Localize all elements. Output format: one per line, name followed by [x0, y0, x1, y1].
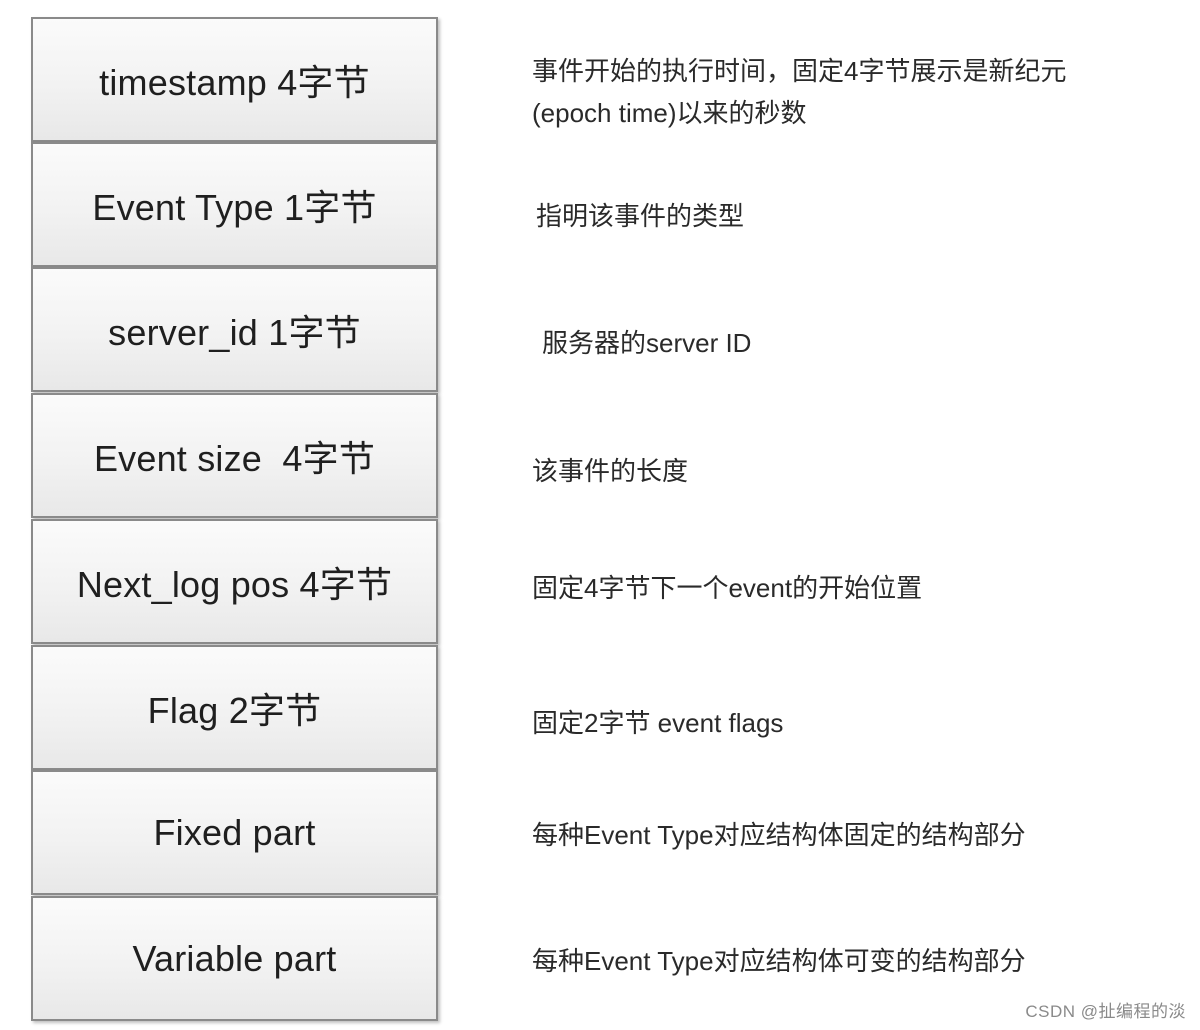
description-server-id: 服务器的server ID — [542, 328, 752, 358]
block-label: Next_log pos 4字节 — [76, 563, 393, 605]
description-timestamp: 事件开始的执行时间，固定4字节展示是新纪元 (epoch time)以来的秒数 — [532, 56, 1067, 128]
watermark: CSDN @扯编程的淡 — [1025, 1002, 1186, 1021]
description-flag: 固定2字节 event flags — [532, 708, 784, 738]
block-label: Event Type 1字节 — [92, 186, 377, 228]
description-event-type: 指明该事件的类型 — [536, 201, 745, 231]
block-flag: Flag 2字节 — [31, 645, 438, 770]
block-fixed-part: Fixed part — [31, 770, 438, 895]
block-label: Fixed part — [153, 811, 316, 853]
block-label: Variable part — [132, 937, 337, 979]
description-next-log-pos: 固定4字节下一个event的开始位置 — [532, 573, 923, 603]
block-label: server_id 1字节 — [108, 311, 361, 353]
block-timestamp: timestamp 4字节 — [31, 17, 438, 142]
block-server-id: server_id 1字节 — [31, 267, 438, 392]
block-label: Flag 2字节 — [147, 689, 322, 731]
description-variable-part: 每种Event Type对应结构体可变的结构部分 — [532, 946, 1026, 976]
description-fixed-part: 每种Event Type对应结构体固定的结构部分 — [532, 820, 1026, 850]
block-event-size: Event size 4字节 — [31, 393, 438, 518]
block-variable-part: Variable part — [31, 896, 438, 1021]
block-next-log-pos: Next_log pos 4字节 — [31, 519, 438, 644]
block-event-type: Event Type 1字节 — [31, 142, 438, 267]
block-label: Event size 4字节 — [93, 437, 376, 479]
block-label: timestamp 4字节 — [99, 61, 370, 103]
description-event-size: 该事件的长度 — [532, 456, 689, 486]
